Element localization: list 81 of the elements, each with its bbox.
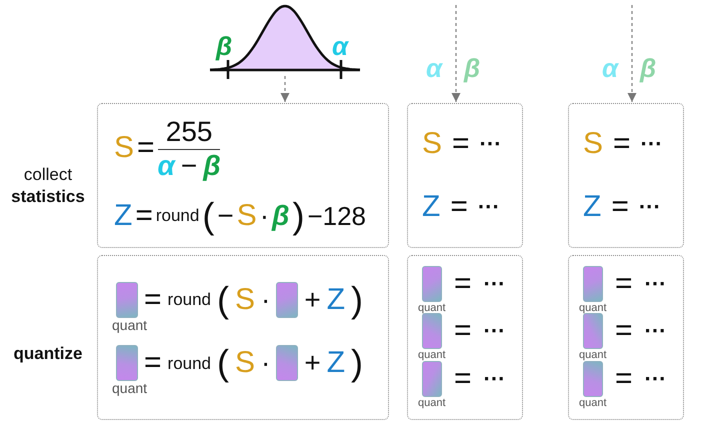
operator: −: [217, 202, 234, 230]
greek-symbol: α: [158, 152, 175, 180]
variable-symbol: Z: [422, 192, 440, 222]
operator: +: [304, 286, 321, 314]
variable-symbol: S: [422, 128, 442, 159]
dashed-panel: [407, 255, 523, 420]
equals-sign: =: [144, 348, 162, 378]
equals-sign: =: [611, 192, 629, 222]
function-name: round: [168, 354, 212, 372]
parenthesis: (: [217, 345, 230, 382]
parenthesis: (: [217, 282, 230, 318]
equals-sign: =: [144, 284, 162, 315]
variable-symbol: Z: [326, 348, 346, 378]
equals-sign: =: [613, 128, 631, 159]
parenthesis: ): [292, 198, 304, 234]
tile-caption: quant: [418, 349, 446, 362]
dashed-panel: [97, 103, 389, 248]
operator: +: [304, 349, 321, 378]
ellipsis: ···: [480, 132, 502, 155]
dashed-panel: [568, 103, 684, 248]
ellipsis: ···: [484, 320, 506, 342]
tile-caption: quant: [112, 318, 148, 334]
row-label: quantize: [12, 343, 84, 365]
operator: ·: [261, 286, 270, 314]
variable-symbol: S: [235, 284, 256, 315]
row-label: collect statistics: [10, 164, 86, 208]
variable-symbol: Z: [326, 284, 346, 315]
ellipsis: ···: [638, 196, 661, 218]
equals-sign: =: [454, 268, 472, 299]
greek-label: α: [602, 55, 618, 81]
greek-label: β: [464, 55, 480, 81]
equals-sign: =: [615, 364, 633, 394]
variable-symbol: Z: [114, 200, 132, 231]
ellipsis: ···: [644, 272, 667, 295]
equals-sign: =: [450, 192, 468, 222]
function-name: round: [168, 291, 212, 308]
equals-sign: =: [452, 128, 470, 159]
tile-caption: quant: [579, 302, 607, 314]
equals-sign: =: [454, 364, 472, 394]
number: −128: [307, 202, 366, 229]
variable-symbol: Z: [583, 192, 602, 222]
ellipsis: ···: [484, 272, 506, 295]
ellipsis: ···: [644, 320, 667, 342]
operator: ·: [261, 349, 270, 378]
parenthesis: ): [351, 345, 364, 382]
variable-symbol: S: [114, 133, 134, 164]
equals-sign: =: [135, 200, 153, 231]
tile-caption: quant: [418, 397, 446, 410]
variable-symbol: S: [583, 128, 604, 159]
ellipsis: ···: [478, 196, 500, 218]
parenthesis: ): [351, 282, 364, 318]
tile-caption: quant: [112, 381, 148, 397]
equals-sign: =: [615, 268, 633, 299]
function-name: round: [156, 207, 200, 224]
dashed-panel: [97, 255, 389, 420]
equals-sign: =: [615, 316, 633, 346]
tile-caption: quant: [418, 302, 446, 314]
operator: −: [180, 152, 198, 180]
greek-symbol: β: [203, 152, 221, 180]
ellipsis: ···: [640, 132, 663, 155]
variable-symbol: S: [236, 200, 257, 231]
variable-symbol: S: [235, 348, 256, 378]
greek-label: α: [426, 55, 442, 81]
dashed-panel: [407, 103, 523, 248]
dashed-arrow: [280, 76, 290, 102]
dashed-arrow: [627, 5, 637, 102]
operator: ·: [260, 202, 270, 230]
ellipsis: ···: [644, 368, 667, 390]
numerator: 255: [158, 117, 220, 150]
ellipsis: ···: [484, 368, 506, 390]
equals-sign: =: [137, 133, 155, 164]
tile-caption: quant: [579, 397, 607, 410]
parenthesis: (: [202, 198, 214, 234]
equals-sign: =: [454, 316, 472, 346]
tile-caption: quant: [579, 349, 607, 362]
greek-symbol: β: [272, 202, 290, 230]
greek-label: β: [216, 33, 232, 59]
dashed-arrow: [451, 5, 461, 102]
greek-label: α: [332, 33, 348, 59]
greek-label: β: [640, 55, 656, 81]
dashed-panel: [568, 255, 684, 420]
